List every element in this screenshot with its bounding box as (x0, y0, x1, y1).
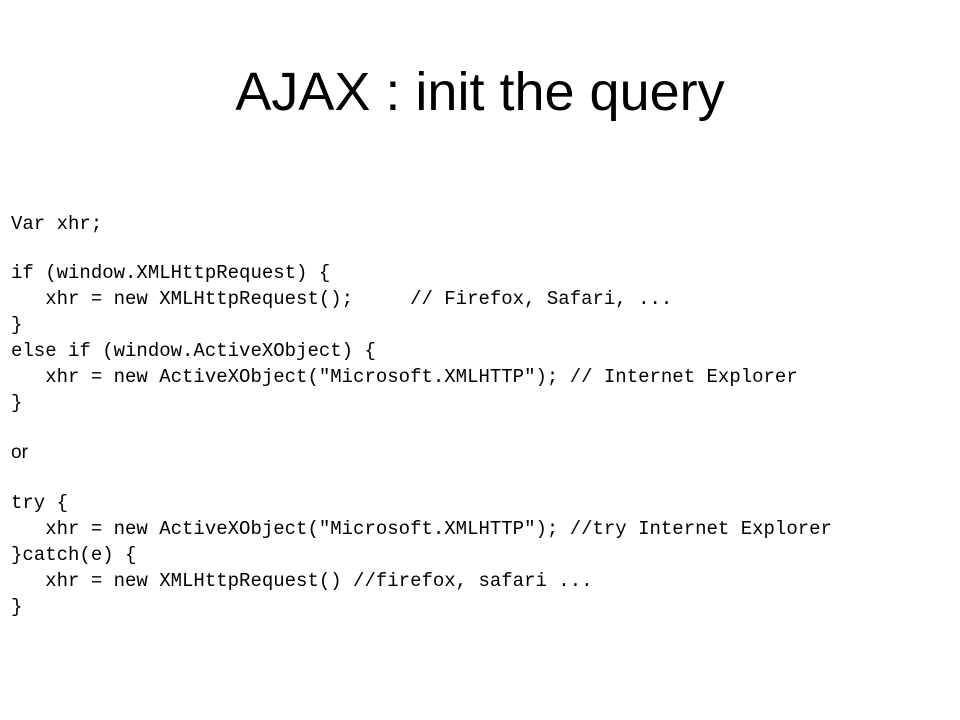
code-line: xhr = new XMLHttpRequest(); // Firefox, … (11, 288, 673, 310)
code-line: }catch(e) { (11, 544, 137, 566)
code-line: xhr = new XMLHttpRequest() //firefox, sa… (11, 570, 593, 592)
separator-text: or (11, 442, 28, 463)
code-line: xhr = new ActiveXObject("Microsoft.XMLHT… (11, 366, 798, 388)
code-line: } (11, 596, 23, 618)
code-line: } (11, 314, 23, 336)
code-line: } (11, 392, 23, 414)
code-line: else if (window.ActiveXObject) { (11, 340, 376, 362)
code-line: if (window.XMLHttpRequest) { (11, 262, 331, 284)
slide-title: AJAX : init the query (235, 62, 725, 122)
code-line: xhr = new ActiveXObject("Microsoft.XMLHT… (11, 518, 832, 540)
code-line: Var xhr; (11, 213, 103, 235)
code-line: try { (11, 492, 69, 514)
